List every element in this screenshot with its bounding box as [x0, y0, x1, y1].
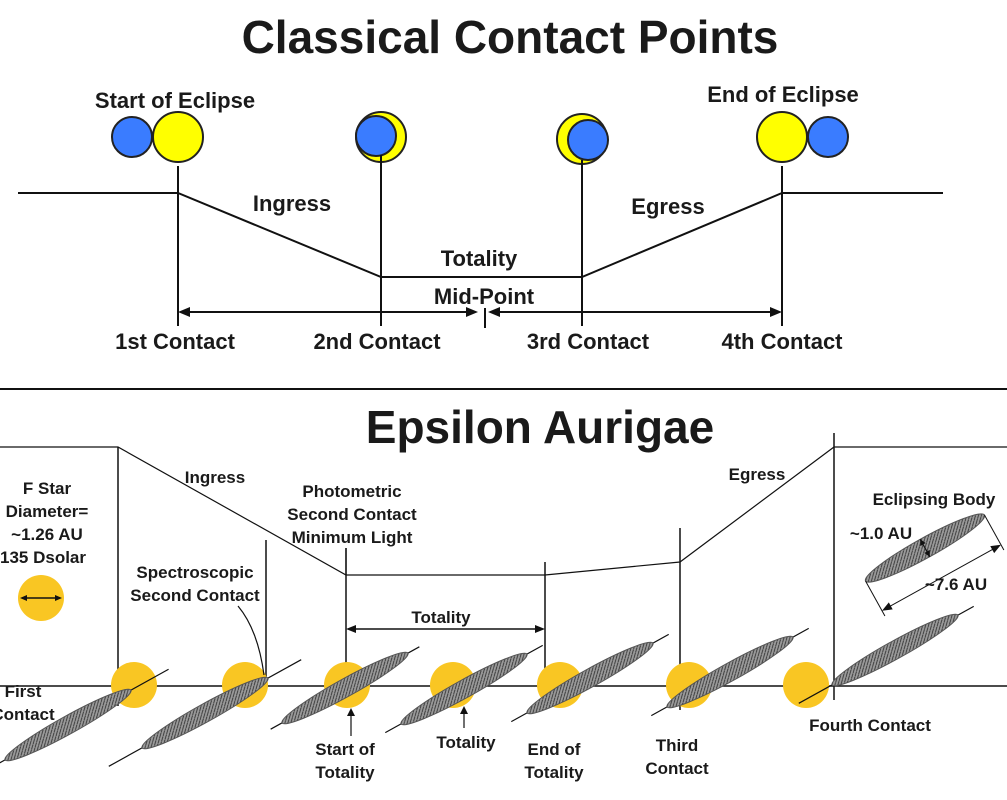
second-contact-stars	[355, 111, 407, 163]
totality-span-label: Totality	[411, 608, 471, 627]
end-eclipse-stars	[756, 111, 849, 163]
third-contact-label: 3rd Contact	[527, 329, 650, 354]
eclipsing-body-positions	[0, 605, 975, 782]
first-contact-line-1: First	[5, 682, 42, 701]
fstar-line-2: Diameter=	[6, 502, 89, 521]
first-contact-label: 1st Contact	[115, 329, 235, 354]
bottom-light-curve	[0, 446, 1007, 576]
totality-label: Totality	[441, 246, 518, 271]
ingress-label: Ingress	[253, 191, 331, 216]
thickness-label: ~1.0 AU	[850, 524, 912, 543]
start-eclipse-stars	[111, 111, 204, 163]
fourth-contact-label: 4th Contact	[722, 329, 844, 354]
spectroscopic-line-1: Spectroscopic	[136, 563, 253, 582]
top-light-curve	[18, 192, 943, 278]
fstar-line-4: 135 Dsolar	[0, 548, 86, 567]
end-totality-line-1: End of	[528, 740, 581, 759]
bottom-egress-label: Egress	[729, 465, 786, 484]
top-duration-arrows	[178, 307, 782, 328]
photometric-line-1: Photometric	[302, 482, 401, 501]
top-title: Classical Contact Points	[242, 11, 779, 63]
length-label: ~7.6 AU	[925, 575, 987, 594]
third-contact-line-2: Contact	[645, 759, 709, 778]
mid-totality-label: Totality	[436, 733, 496, 752]
start-totality-pointer	[347, 708, 355, 736]
totality-span-arrow	[346, 625, 545, 633]
eclipsing-body-key	[864, 513, 1005, 617]
start-of-eclipse-label: Start of Eclipse	[95, 88, 255, 113]
fstar-line-3: ~1.26 AU	[11, 525, 83, 544]
photometric-line-3: Minimum Light	[292, 528, 413, 547]
start-totality-line-1: Start of	[315, 740, 375, 759]
end-of-eclipse-label: End of Eclipse	[707, 82, 859, 107]
egress-label: Egress	[631, 194, 704, 219]
second-contact-label: 2nd Contact	[313, 329, 441, 354]
bottom-ingress-label: Ingress	[185, 468, 245, 487]
mid-totality-pointer	[460, 706, 468, 728]
spectroscopic-line-2: Second Contact	[130, 586, 260, 605]
third-contact-line-1: Third	[656, 736, 699, 755]
first-contact-line-2: Contact	[0, 705, 55, 724]
spectroscopic-pointer	[237, 605, 265, 676]
bottom-title: Epsilon Aurigae	[366, 401, 714, 453]
start-totality-line-2: Totality	[315, 763, 375, 782]
photometric-line-2: Second Contact	[287, 505, 417, 524]
midpoint-label: Mid-Point	[434, 284, 535, 309]
eclipsing-body-label: Eclipsing Body	[873, 490, 996, 509]
fstar-diameter-icon	[18, 575, 64, 621]
fstar-line-1: F Star	[23, 479, 72, 498]
top-contact-lines	[177, 155, 783, 326]
end-totality-line-2: Totality	[524, 763, 584, 782]
fourth-contact-label: Fourth Contact	[809, 716, 931, 735]
third-contact-stars	[556, 113, 609, 165]
